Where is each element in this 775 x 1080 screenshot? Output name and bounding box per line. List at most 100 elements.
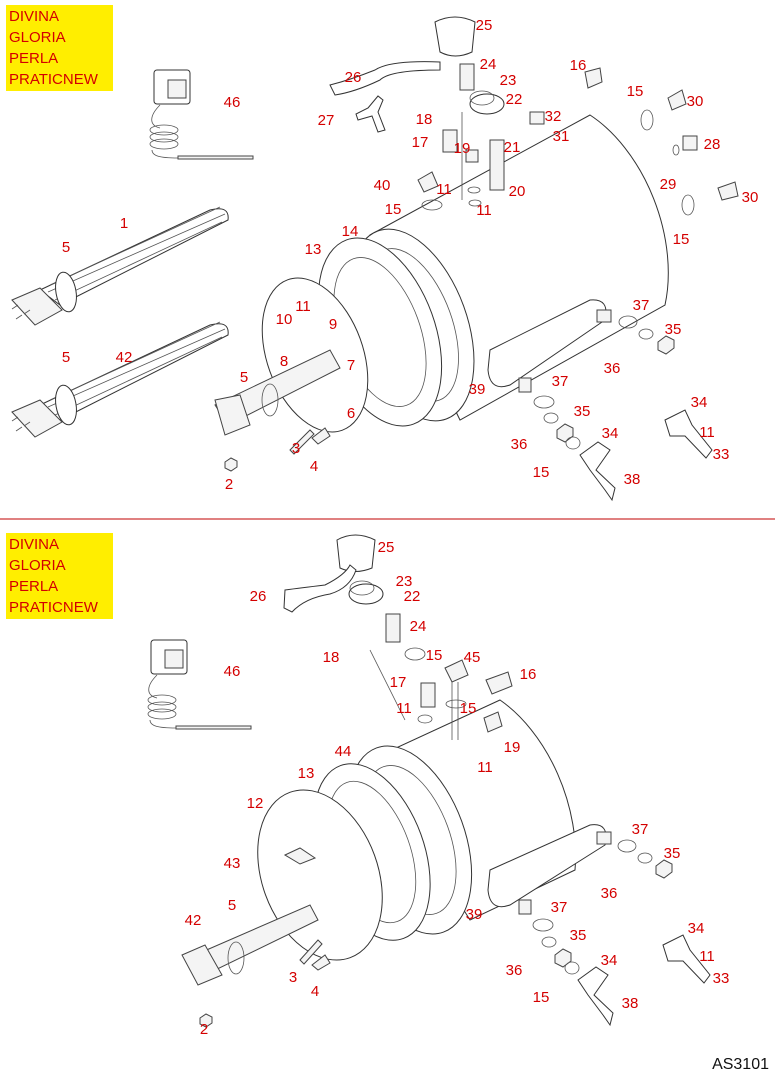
- callout-label-1: 1: [120, 215, 128, 232]
- callout-label-13: 13: [305, 241, 322, 258]
- callout-label-3: 3: [289, 969, 297, 986]
- callout-label-33: 33: [713, 970, 730, 987]
- callout-label-14: 14: [342, 223, 359, 240]
- callout-label-23: 23: [500, 72, 517, 89]
- model-name: PRATICNEW: [9, 71, 98, 88]
- callout-label-44: 44: [335, 743, 352, 760]
- callout-label-39: 39: [466, 906, 483, 923]
- callout-label-36: 36: [601, 885, 618, 902]
- callout-label-11: 11: [396, 700, 412, 717]
- callout-label-42: 42: [185, 912, 202, 929]
- callout-label-37: 37: [632, 821, 649, 838]
- callout-label-35: 35: [664, 845, 681, 862]
- callout-label-33: 33: [713, 446, 730, 463]
- callout-label-11: 11: [295, 298, 311, 315]
- callout-label-36: 36: [511, 436, 528, 453]
- callout-label-19: 19: [454, 140, 471, 157]
- callout-label-26: 26: [345, 69, 362, 86]
- callout-label-37: 37: [633, 297, 650, 314]
- callout-label-16: 16: [520, 666, 537, 683]
- callout-label-42: 42: [116, 349, 133, 366]
- callout-label-36: 36: [506, 962, 523, 979]
- callout-label-27: 27: [318, 112, 335, 129]
- callout-label-11: 11: [699, 948, 715, 965]
- callout-label-30: 30: [742, 189, 759, 206]
- model-list-bottom: DIVINA GLORIA PERLA PRATICNEW: [6, 533, 113, 619]
- callout-label-34: 34: [601, 952, 618, 969]
- callout-label-2: 2: [200, 1021, 208, 1038]
- callout-label-38: 38: [624, 471, 641, 488]
- callout-label-15: 15: [460, 700, 477, 717]
- callout-label-22: 22: [404, 588, 421, 605]
- callout-label-26: 26: [250, 588, 267, 605]
- callout-label-46: 46: [224, 663, 241, 680]
- model-name: PERLA: [9, 50, 59, 67]
- callout-label-13: 13: [298, 765, 315, 782]
- thermostat-46: [149, 69, 254, 160]
- callout-label-5: 5: [240, 369, 248, 386]
- callout-label-11: 11: [476, 202, 492, 219]
- model-name: DIVINA: [9, 536, 60, 553]
- top-fittings-bottom: [283, 534, 513, 740]
- callout-label-24: 24: [480, 56, 497, 73]
- callout-label-28: 28: [704, 136, 721, 153]
- boiler-tank-bottom: [181, 699, 577, 1028]
- heating-element-1: [11, 206, 229, 326]
- heating-element-42: [11, 321, 229, 438]
- heat-exchanger-39-bottom: [487, 824, 612, 915]
- callout-label-37: 37: [552, 373, 569, 390]
- callout-label-34: 34: [688, 920, 705, 937]
- section-divider: [0, 518, 775, 520]
- callout-label-15: 15: [627, 83, 644, 100]
- callout-label-32: 32: [545, 108, 562, 125]
- model-list-top: DIVINA GLORIA PERLA PRATICNEW: [6, 5, 113, 91]
- callout-label-8: 8: [280, 353, 288, 370]
- callout-label-34: 34: [602, 425, 619, 442]
- callout-label-25: 25: [476, 17, 493, 34]
- callout-label-5: 5: [62, 349, 70, 366]
- callout-label-40: 40: [374, 177, 391, 194]
- thermostat-46-bottom: [147, 639, 252, 730]
- bottom-assembly: [147, 534, 711, 1028]
- callout-label-35: 35: [570, 927, 587, 944]
- callout-label-29: 29: [660, 176, 677, 193]
- callout-label-11: 11: [699, 424, 715, 441]
- top-fittings: [329, 16, 739, 216]
- model-name: PERLA: [9, 578, 59, 595]
- heat-exchanger-39: [487, 299, 612, 393]
- callout-label-35: 35: [574, 403, 591, 420]
- callout-label-15: 15: [385, 201, 402, 218]
- boiler-tank-top: [214, 114, 669, 436]
- callout-label-35: 35: [665, 321, 682, 338]
- callout-label-31: 31: [553, 128, 570, 145]
- callout-label-21: 21: [504, 139, 521, 156]
- callout-label-20: 20: [509, 183, 526, 200]
- callout-label-23: 23: [396, 573, 413, 590]
- callout-label-16: 16: [570, 57, 587, 74]
- callout-label-38: 38: [622, 995, 639, 1012]
- callout-label-18: 18: [323, 649, 340, 666]
- callout-label-15: 15: [533, 464, 550, 481]
- callout-label-9: 9: [329, 316, 337, 333]
- callout-label-24: 24: [410, 618, 427, 635]
- callout-label-34: 34: [691, 394, 708, 411]
- callout-label-7: 7: [347, 357, 355, 374]
- model-name: DIVINA: [9, 8, 60, 25]
- callout-label-36: 36: [604, 360, 621, 377]
- callout-label-5: 5: [228, 897, 236, 914]
- callout-label-43: 43: [224, 855, 241, 872]
- callout-label-11: 11: [436, 181, 452, 198]
- callout-label-4: 4: [311, 983, 319, 1000]
- callout-label-46: 46: [224, 94, 241, 111]
- callout-label-4: 4: [310, 458, 318, 475]
- callout-label-6: 6: [347, 405, 355, 422]
- callout-label-10: 10: [276, 311, 293, 328]
- model-name: GLORIA: [9, 557, 66, 574]
- model-name: GLORIA: [9, 29, 66, 46]
- lower-right-fittings-bottom: [532, 839, 711, 1027]
- callout-label-45: 45: [464, 649, 481, 666]
- callout-label-3: 3: [292, 440, 300, 457]
- callout-label-18: 18: [416, 111, 433, 128]
